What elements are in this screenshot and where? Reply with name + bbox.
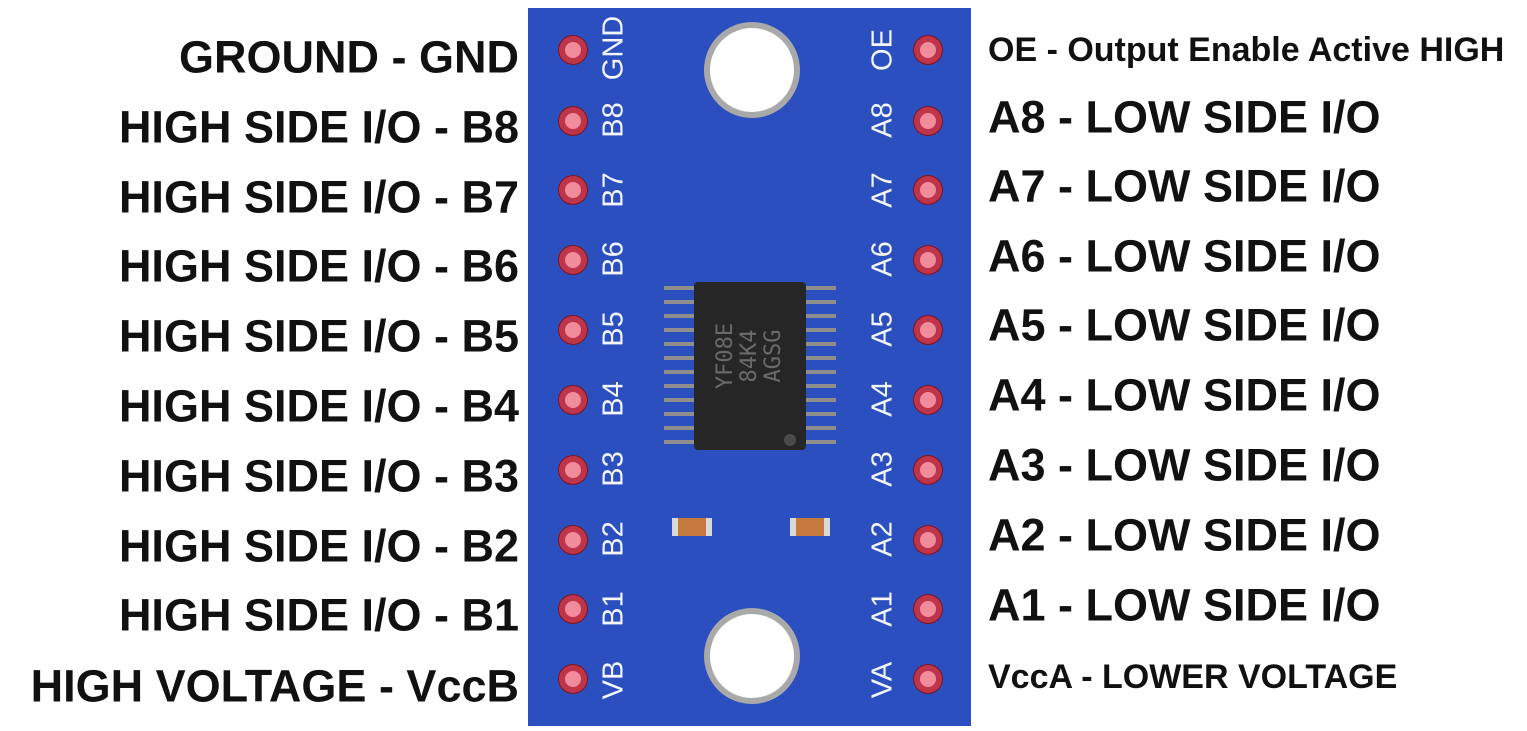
left-label-b7: HIGH SIDE I/O - B7 — [118, 171, 519, 223]
silk-b8: B8 — [597, 102, 630, 138]
pad-a3 — [913, 455, 943, 485]
silk-oe: OE — [866, 29, 899, 71]
left-label-b4: HIGH SIDE I/O - B4 — [118, 380, 519, 432]
left-label-vccb: HIGH VOLTAGE - VccB — [30, 660, 519, 712]
mounting-hole-bottom — [704, 608, 800, 704]
right-label-oe: OE - Output Enable Active HIGH — [988, 31, 1505, 69]
silk-a8: A8 — [866, 102, 899, 138]
chip-pin — [664, 398, 694, 402]
silk-b6: B6 — [597, 241, 630, 277]
silk-vb: VB — [597, 660, 630, 700]
pad-b5 — [558, 315, 588, 345]
chip-pin — [806, 370, 836, 374]
chip-pin — [664, 328, 694, 332]
pad-vb — [558, 664, 588, 694]
pad-gnd — [558, 35, 588, 65]
pad-a6 — [913, 245, 943, 275]
left-label-b5: HIGH SIDE I/O - B5 — [118, 310, 519, 362]
chip-pin — [806, 426, 836, 430]
chip-pin — [806, 440, 836, 444]
chip-pin — [806, 300, 836, 304]
silk-b1: B1 — [597, 591, 630, 627]
pad-a8 — [913, 106, 943, 136]
pad-b6 — [558, 245, 588, 275]
chip-pin — [664, 440, 694, 444]
chip-pin — [806, 412, 836, 416]
left-label-b1: HIGH SIDE I/O - B1 — [118, 589, 519, 641]
silk-b3: B3 — [597, 451, 630, 487]
chip-pin — [664, 356, 694, 360]
chip-pin1-dot — [784, 434, 796, 446]
silk-a3: A3 — [866, 451, 899, 487]
silk-a6: A6 — [866, 241, 899, 277]
silk-b5: B5 — [597, 311, 630, 347]
chip-pin — [806, 398, 836, 402]
chip-marking-line-2: 84K4 — [737, 329, 762, 383]
mounting-hole-top — [704, 22, 800, 118]
pad-oe — [913, 35, 943, 65]
pad-va — [913, 664, 943, 694]
chip-pin — [806, 342, 836, 346]
chip-pin — [664, 370, 694, 374]
pad-a2 — [913, 525, 943, 555]
chip-pin — [664, 384, 694, 388]
silk-b4: B4 — [597, 381, 630, 417]
resistor-left — [672, 518, 712, 536]
silk-b2: B2 — [597, 521, 630, 557]
right-label-vcca: VccA - LOWER VOLTAGE — [988, 658, 1398, 696]
silk-b7: B7 — [597, 172, 630, 208]
pad-b3 — [558, 455, 588, 485]
chip-pin — [806, 314, 836, 318]
chip-marking-line-3: AGSG — [761, 329, 786, 383]
right-label-a7: A7 - LOW SIDE I/O — [988, 160, 1381, 212]
silk-va: VA — [866, 661, 899, 699]
chip-pin — [806, 286, 836, 290]
pad-b2 — [558, 525, 588, 555]
pad-a1 — [913, 594, 943, 624]
chip-pin — [664, 342, 694, 346]
right-label-a6: A6 - LOW SIDE I/O — [988, 230, 1381, 282]
right-label-a1: A1 - LOW SIDE I/O — [988, 579, 1381, 631]
pad-a4 — [913, 385, 943, 415]
chip-pin — [664, 426, 694, 430]
pad-b8 — [558, 106, 588, 136]
right-label-a4: A4 - LOW SIDE I/O — [988, 369, 1381, 421]
ic-chip — [694, 282, 806, 450]
pad-b7 — [558, 175, 588, 205]
pad-b1 — [558, 594, 588, 624]
chip-pin — [664, 314, 694, 318]
silk-a2: A2 — [866, 521, 899, 557]
silk-a4: A4 — [866, 381, 899, 417]
chip-pin — [806, 384, 836, 388]
chip-marking-line-1: YF08E — [713, 322, 738, 390]
pad-a7 — [913, 175, 943, 205]
left-label-b3: HIGH SIDE I/O - B3 — [118, 450, 519, 502]
pad-a5 — [913, 315, 943, 345]
silk-a1: A1 — [866, 591, 899, 627]
right-label-a5: A5 - LOW SIDE I/O — [988, 299, 1381, 351]
left-label-b8: HIGH SIDE I/O - B8 — [118, 101, 519, 153]
chip-pin — [664, 412, 694, 416]
pad-b4 — [558, 385, 588, 415]
silk-a5: A5 — [866, 311, 899, 347]
right-label-a2: A2 - LOW SIDE I/O — [988, 509, 1381, 561]
chip-pin — [664, 300, 694, 304]
left-label-b2: HIGH SIDE I/O - B2 — [118, 520, 519, 572]
right-label-a3: A3 - LOW SIDE I/O — [988, 439, 1381, 491]
silk-gnd: GND — [597, 15, 630, 81]
left-label-gnd: GROUND - GND — [179, 31, 519, 83]
chip-pin — [806, 328, 836, 332]
chip-pin — [806, 356, 836, 360]
right-label-a8: A8 - LOW SIDE I/O — [988, 91, 1381, 143]
resistor-right — [790, 518, 830, 536]
left-label-b6: HIGH SIDE I/O - B6 — [118, 240, 519, 292]
silk-a7: A7 — [866, 172, 899, 208]
chip-pin — [664, 286, 694, 290]
